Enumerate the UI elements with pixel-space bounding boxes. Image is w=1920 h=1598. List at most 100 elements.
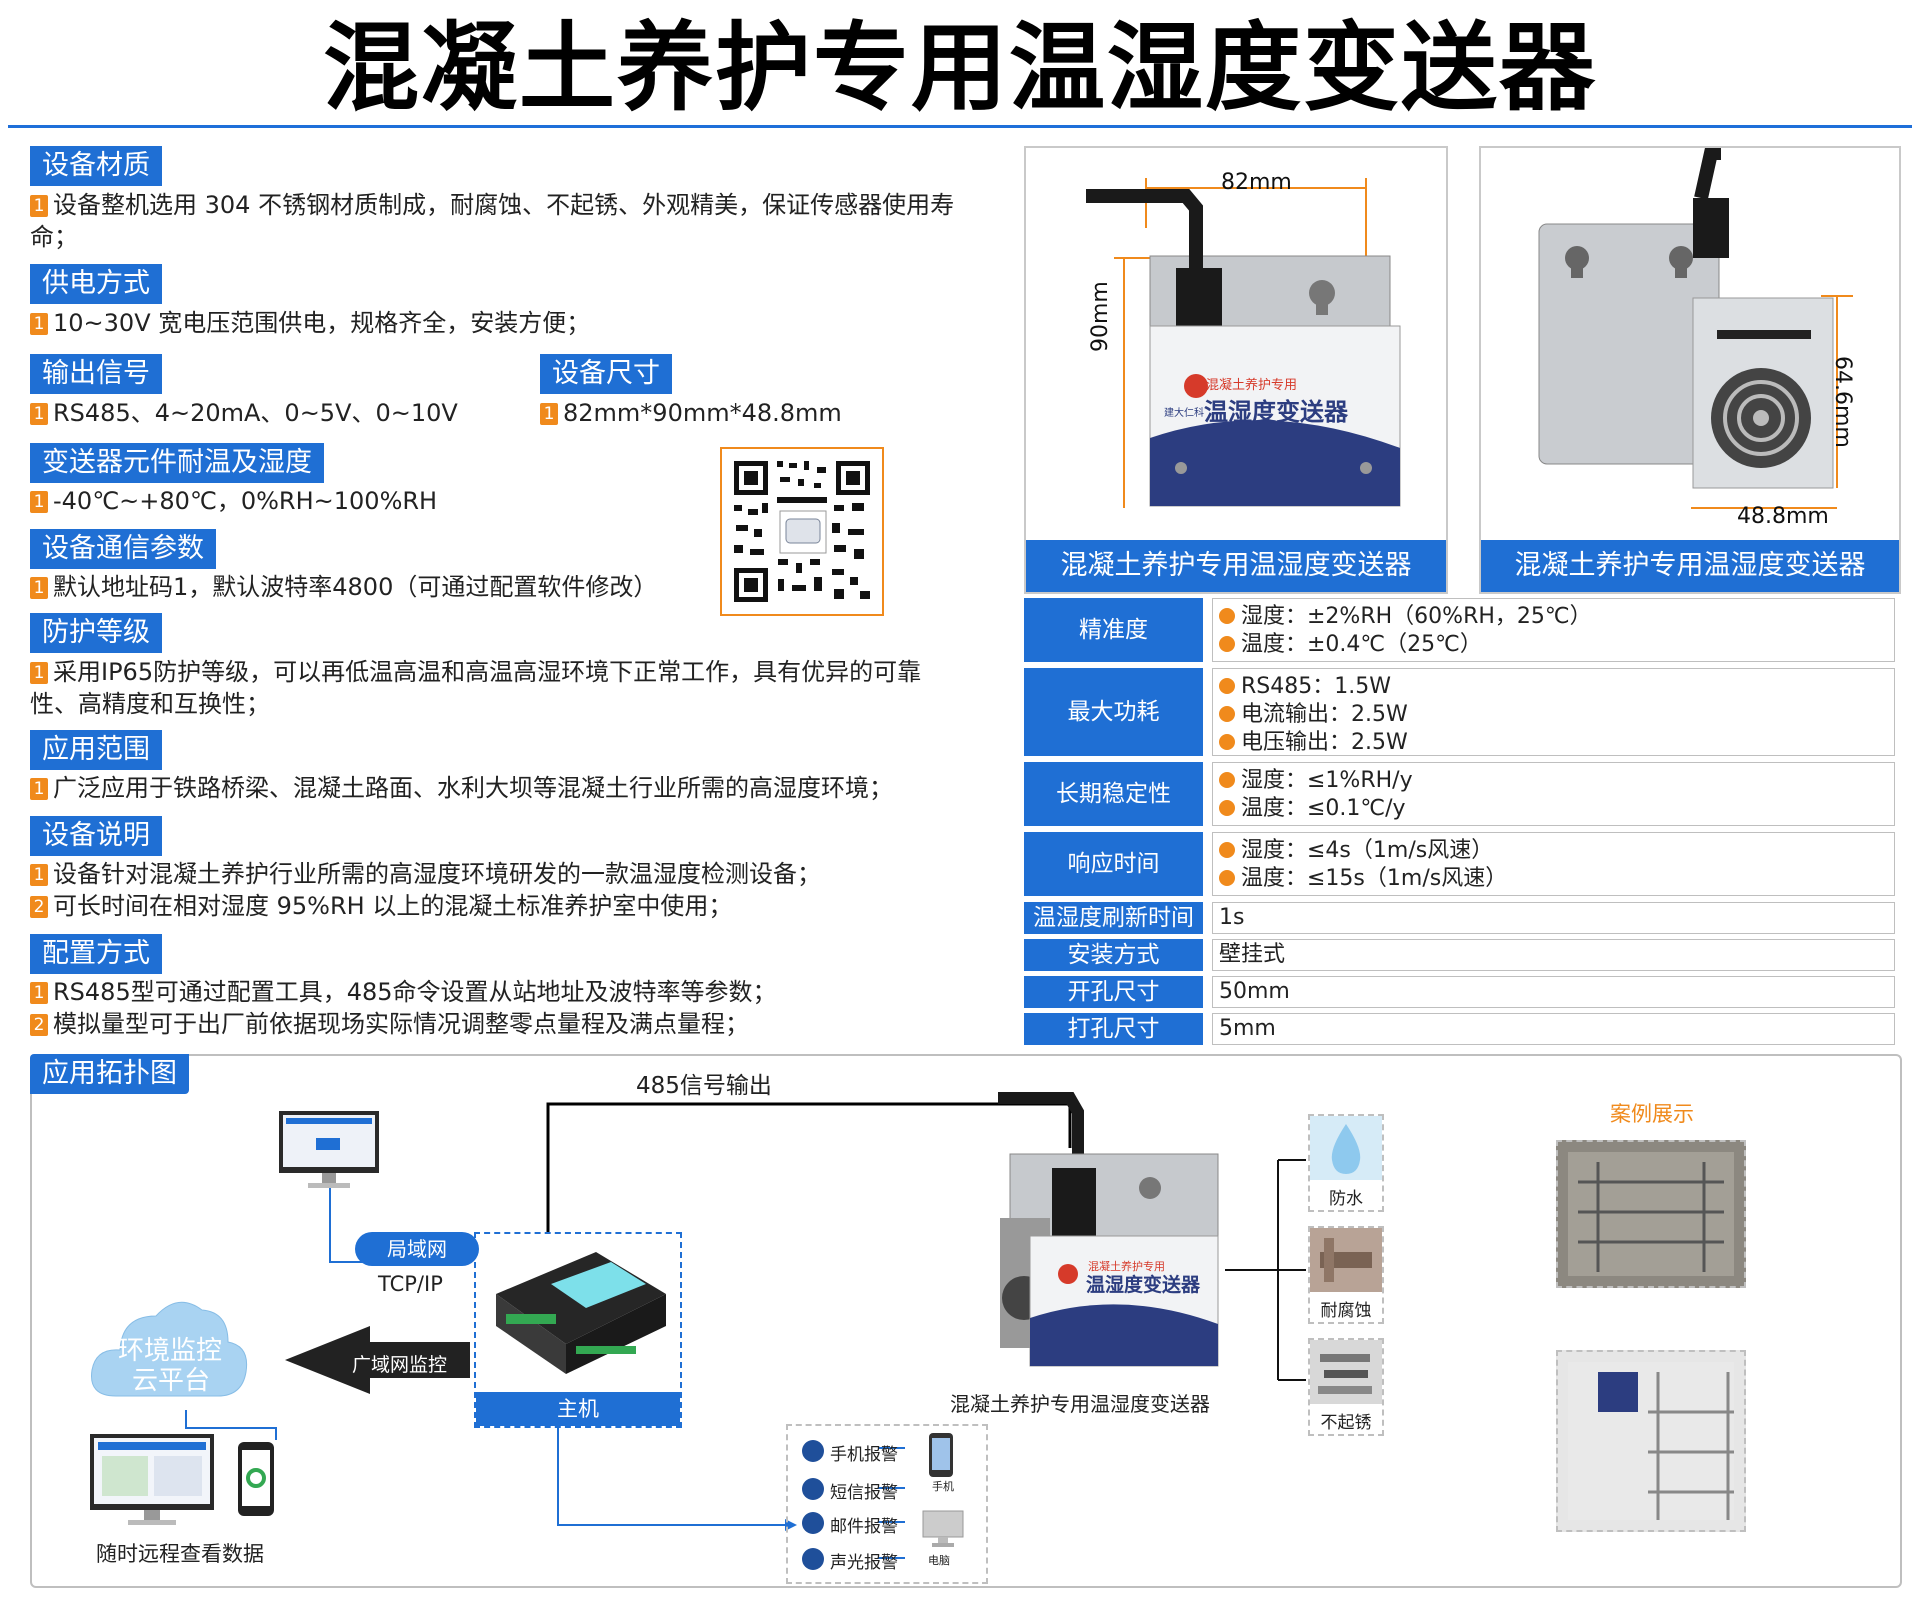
- section-temp-range-heading: 变送器元件耐温及湿度: [30, 443, 324, 483]
- transmitter-side-image: [1538, 146, 1853, 509]
- bullet-dot: [1219, 772, 1235, 788]
- bullet-dot: [1219, 636, 1235, 652]
- topology-heading: 应用拓扑图: [30, 1054, 189, 1094]
- qr-code-image: [722, 449, 882, 614]
- num-badge: 1: [30, 491, 48, 513]
- feature-waterproof: 防水: [1308, 1114, 1384, 1212]
- feature-corrosion-label: 耐腐蚀: [1320, 1301, 1372, 1321]
- spec-line: 电流输出：2.5W: [1219, 701, 1894, 729]
- num-badge: 2: [30, 1014, 48, 1036]
- bullet-dot: [1219, 734, 1235, 750]
- device-phone-label: 手机: [932, 1480, 954, 1493]
- spec-line: 温度：≤0.1℃/y: [1219, 795, 1894, 823]
- wan-label: 广域网监控: [352, 1354, 448, 1376]
- curing-room-image-2: [1568, 1362, 1734, 1520]
- case-photo-2: [1556, 1350, 1746, 1532]
- device-label-small: 混凝土养护专用: [1088, 1260, 1165, 1273]
- spec-line: 温度：≤15s（1m/s风速）: [1219, 865, 1894, 893]
- sms-alarm-icon: [802, 1478, 824, 1500]
- bullet-dot: [1219, 608, 1235, 624]
- section-description-heading: 设备说明: [30, 816, 162, 856]
- cloud-label-2: 云平台: [132, 1366, 211, 1396]
- spec-value-stability: 湿度：≤1%RH/y 温度：≤0.1℃/y: [1212, 762, 1895, 826]
- brand-label: 建大仁科: [1164, 408, 1204, 419]
- topology-device-image: [998, 1092, 1219, 1367]
- num-badge: 1: [30, 778, 48, 800]
- device-caption: 混凝土养护专用温湿度变送器: [950, 1392, 1210, 1416]
- section-protection-heading: 防护等级: [30, 613, 162, 653]
- spec-line: 电压输出：2.5W: [1219, 729, 1894, 757]
- label-small: 混凝土养护专用: [1206, 378, 1298, 393]
- section-output-heading: 输出信号: [30, 354, 162, 394]
- section-application-heading: 应用范围: [30, 730, 162, 770]
- page-title: 混凝土养护专用温湿度变送器: [323, 12, 1597, 124]
- feature-waterproof-label: 防水: [1329, 1189, 1363, 1209]
- signal-label: 485信号输出: [636, 1073, 772, 1099]
- feature-corrosion: 耐腐蚀: [1308, 1226, 1384, 1324]
- num-badge: 1: [30, 662, 48, 684]
- title-divider: [8, 125, 1912, 128]
- num-badge: 1: [30, 403, 48, 425]
- product-photo-side: 64.6mm 48.8mm 混凝土养护专用温湿度变送器: [1479, 146, 1901, 594]
- alarm-sound: 声光报警: [830, 1553, 898, 1573]
- screws-icon: [1310, 1340, 1382, 1404]
- device-label-big: 温湿度变送器: [1086, 1274, 1201, 1296]
- spec-line: 湿度：±2%RH（60%RH，25℃）: [1219, 603, 1894, 631]
- alarm-sms: 短信报警: [830, 1483, 898, 1503]
- monitor-icon: [279, 1111, 379, 1188]
- feature-rustproof-label: 不起锈: [1320, 1413, 1372, 1433]
- host-box: 主机: [474, 1232, 682, 1428]
- spec-label-accuracy: 精准度: [1024, 598, 1203, 662]
- spec-label-mounting: 安装方式: [1024, 939, 1203, 971]
- case-photo-1: [1556, 1140, 1746, 1288]
- dim-depth: 48.8mm: [1737, 504, 1829, 529]
- spec-label-drilling: 打孔尺寸: [1024, 1013, 1203, 1045]
- num-badge: 1: [30, 313, 48, 335]
- spec-line: RS485：1.5W: [1219, 673, 1894, 701]
- section-config-heading: 配置方式: [30, 934, 162, 974]
- lan-badge: 局域网: [355, 1232, 479, 1266]
- tcp-label: TCP/IP: [378, 1272, 443, 1296]
- photo-caption-left: 混凝土养护专用温湿度变送器: [1026, 540, 1446, 592]
- bullet-dot: [1219, 800, 1235, 816]
- num-badge: 1: [30, 864, 48, 886]
- section-power-heading: 供电方式: [30, 264, 162, 304]
- host-device-image: [496, 1252, 666, 1374]
- case-heading: 案例展示: [1610, 1102, 1694, 1126]
- spec-value-response: 湿度：≤4s（1m/s风速） 温度：≤15s（1m/s风速）: [1212, 832, 1895, 896]
- section-size-heading: 设备尺寸: [540, 354, 672, 394]
- spec-value-mounting: 壁挂式: [1212, 939, 1895, 971]
- num-badge: 1: [540, 403, 558, 425]
- section-material-heading: 设备材质: [30, 146, 162, 186]
- remote-label: 随时远程查看数据: [96, 1542, 264, 1566]
- bullet-dot: [1219, 678, 1235, 694]
- bullet-dot: [1219, 706, 1235, 722]
- corrosion-icon: [1310, 1228, 1382, 1292]
- spec-label-response: 响应时间: [1024, 832, 1203, 896]
- spec-value-accuracy: 湿度：±2%RH（60%RH，25℃） 温度：±0.4℃（25℃）: [1212, 598, 1895, 662]
- spec-value-opening: 50mm: [1212, 976, 1895, 1008]
- label-big: 温湿度变送器: [1204, 398, 1348, 426]
- section-comm-heading: 设备通信参数: [30, 529, 216, 569]
- product-photo-front: 82mm 90mm 混凝土养护专用 温湿度变送器 建大仁科 混凝土养护专用温湿度…: [1024, 146, 1448, 594]
- num-badge: 1: [30, 195, 48, 217]
- phone-alarm-icon: [802, 1440, 824, 1462]
- sound-alarm-icon: [802, 1548, 824, 1570]
- num-badge: 1: [30, 577, 48, 599]
- spec-label-refresh: 温湿度刷新时间: [1024, 902, 1203, 934]
- spec-value-power: RS485：1.5W 电流输出：2.5W 电压输出：2.5W: [1212, 668, 1895, 756]
- num-badge: 2: [30, 896, 48, 918]
- spec-label-opening: 开孔尺寸: [1024, 976, 1203, 1008]
- spec-line: 温度：±0.4℃（25℃）: [1219, 631, 1894, 659]
- spec-value-drilling: 5mm: [1212, 1013, 1895, 1045]
- bullet-dot: [1219, 842, 1235, 858]
